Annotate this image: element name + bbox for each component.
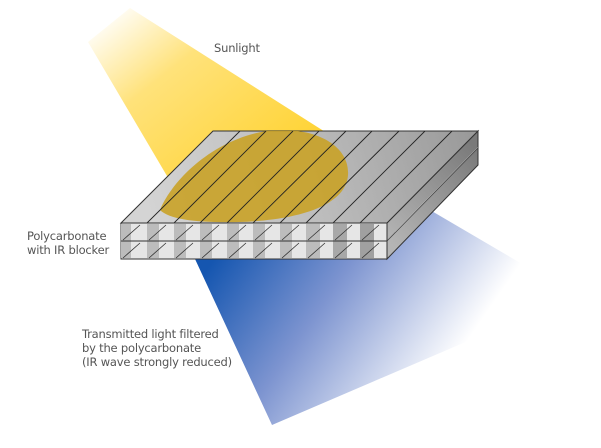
transmitted-light-beam <box>195 210 575 425</box>
sunlight-label: Sunlight <box>214 41 260 55</box>
panel-label-line-2: with IR blocker <box>27 243 109 257</box>
transmitted-label-line-2: by the polycarbonate <box>82 341 201 355</box>
transmitted-label-line-1: Transmitted light filtered <box>82 327 219 341</box>
panel-label: Polycarbonate with IR blocker <box>27 229 109 257</box>
transmitted-label-line-3: (IR wave strongly reduced) <box>82 355 232 369</box>
panel-front-face <box>120 222 388 260</box>
sunlight-label-text: Sunlight <box>214 41 260 55</box>
transmitted-light-label: Transmitted light filtered by the polyca… <box>82 327 232 369</box>
sunlight-spot <box>160 131 349 223</box>
panel-label-line-1: Polycarbonate <box>27 229 107 243</box>
